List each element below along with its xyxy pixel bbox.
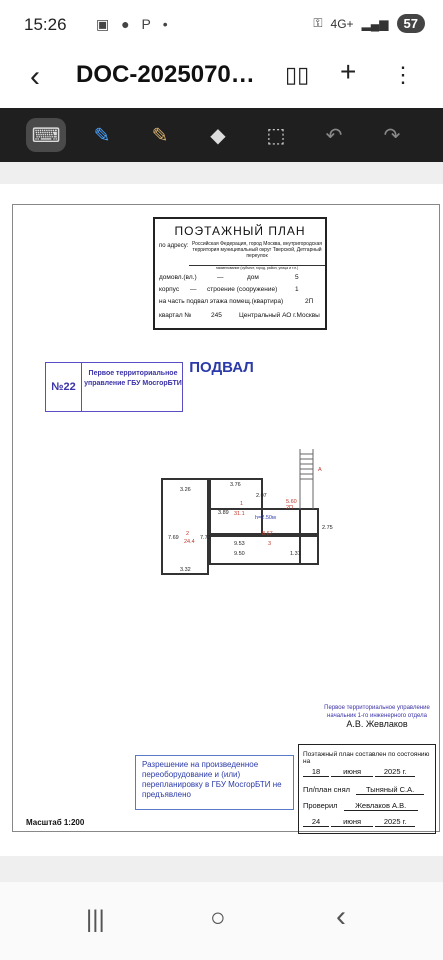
recents-icon[interactable]: ||| (86, 906, 105, 933)
room-2-outline (161, 478, 209, 575)
dim-3-26: 3.26 (180, 487, 191, 493)
pen-icon[interactable]: ✎ (93, 124, 111, 147)
date-row-2: 24 июня 2025 г. (303, 817, 416, 827)
system-nav-bar: ||| ○ ‹ (0, 882, 443, 960)
bti-text: Первое территориальное управление ГБУ Мо… (84, 370, 182, 387)
section-marker: A (318, 467, 322, 473)
dim-2-07: 2.07 (256, 493, 267, 499)
keyboard-icon[interactable]: ⌨ (26, 118, 66, 152)
room-3-outline (209, 535, 319, 565)
center-label: Центральный АО г.Москвы (239, 312, 320, 319)
dim-7-69: 7.69 (168, 535, 179, 541)
room-1-number: 1 (240, 501, 243, 507)
dim-3-76: 3.76 (230, 482, 241, 488)
home-icon[interactable]: ○ (210, 902, 226, 932)
dim-5-60: 5.60 (286, 499, 297, 505)
signal-icon: ▂▄▆ (361, 16, 389, 31)
floor-value: 2П (305, 298, 314, 305)
floor-title: ПОДВАЛ (189, 359, 254, 376)
more-vert-icon[interactable]: ⋮ (392, 62, 414, 87)
battery-indicator: 57 (396, 14, 425, 33)
address-text: Российская Федерация, город Москва, внут… (191, 241, 323, 259)
status-box: Поэтажный план составлен по состоянию на… (298, 744, 436, 834)
kvartal-label: квартал № (159, 312, 192, 319)
document-title: DOC-2025070… (76, 61, 255, 88)
permit-stamp: Разрешение на произведенное переоборудов… (135, 755, 294, 810)
room-3-number: 3 (268, 541, 271, 547)
room-2p-label: 2П (286, 505, 293, 511)
eraser-icon[interactable]: ◆ (210, 124, 226, 147)
address-caption: наименование (субъект, город, район, ули… (189, 265, 325, 270)
korpus-label: корпус (159, 286, 180, 293)
document-canvas[interactable]: ПОЭТАЖНЫЙ ПЛАН по адресу: Российская Фед… (0, 162, 443, 882)
removed-row: Пл/план снял Тыняный С.А. (303, 785, 425, 795)
dim-9-53: 9.53 (234, 541, 245, 547)
checked-row: Проверил Жевлаков А.В. (303, 801, 418, 811)
dim-3-89: 3.89 (218, 510, 229, 516)
select-icon[interactable]: ⬚ (266, 124, 286, 147)
sig-dept: начальник 1-го инженерного отдела (327, 713, 427, 719)
stroenie-value: 1 (295, 286, 299, 293)
dim-9-50: 9.50 (234, 551, 245, 557)
status-bar: 15:26 ▣ ● Р • ⚿ 4G+ ▂▄▆ 57 (0, 0, 443, 50)
room-2-number: 2 (186, 531, 189, 537)
sig-name: А.В. Жевлаков (346, 719, 408, 729)
title-stamp: ПОЭТАЖНЫЙ ПЛАН по адресу: Российская Фед… (153, 217, 327, 330)
scale-label: Масштаб 1:200 (26, 818, 85, 827)
status-right: ⚿ 4G+ ▂▄▆ 57 (313, 14, 425, 33)
redo-icon[interactable]: ↷ (383, 124, 401, 147)
bti-number: №22 (46, 363, 82, 411)
undo-icon[interactable]: ↶ (325, 124, 343, 147)
status-header: Поэтажный план составлен по состоянию на (303, 751, 430, 765)
kvartal-value: 245 (211, 312, 222, 319)
document-page: ПОЭТАЖНЫЙ ПЛАН по адресу: Российская Фед… (0, 184, 443, 856)
add-icon[interactable]: + (340, 56, 357, 87)
signature-block: Первое территориальное управление началь… (318, 704, 436, 729)
domovl-value: — (217, 274, 224, 281)
key-icon: ⚿ (313, 16, 323, 30)
notification-icons: ▣ ● Р • (96, 16, 172, 32)
room-1-area: 31.1 (234, 511, 245, 517)
dim-3-32: 3.32 (180, 567, 191, 573)
floor-plan-drawing: 3.26 3.76 2.07 3.89 1 31.1 h=2.50м 5.60 … (161, 449, 333, 575)
book-icon[interactable]: ▯▯ (285, 62, 310, 87)
status-time: 15:26 (24, 15, 67, 34)
back-chevron-icon[interactable]: ‹ (30, 60, 40, 93)
date-row-1: 18 июня 2025 г. (303, 767, 416, 777)
page-frame (12, 204, 440, 832)
room-3-area: 8.67 (262, 531, 273, 537)
domovl-label: домовл.(вл.) (159, 274, 197, 281)
dim-2-75: 2.75 (322, 525, 333, 531)
stroenie-label: строение (сооружение) (207, 286, 278, 293)
dim-7-72: 7.72 (200, 535, 211, 541)
room-2p-outline (299, 508, 319, 565)
bti-stamp: №22 Первое территориальное управление ГБ… (45, 362, 183, 412)
dom-label: дом (247, 274, 259, 281)
ceiling-height: h=2.50м (255, 515, 276, 521)
korpus-value: — (190, 286, 197, 293)
stamp-title: ПОЭТАЖНЫЙ ПЛАН (174, 224, 306, 238)
app-bar: ‹ DOC-2025070… ▯▯ + ⋮ (0, 50, 443, 102)
annotation-toolbar: ⌨ ✎ ✎ ◆ ⬚ ↶ ↷ (0, 108, 443, 162)
address-label: по адресу: (159, 243, 189, 249)
sig-org: Первое территориальное управление (324, 705, 430, 711)
dim-1-31: 1.31 (290, 551, 301, 557)
room-2-area: 24.4 (184, 539, 195, 545)
floor-label: на часть подвал этажа помещ.(квартира) (159, 298, 284, 305)
network-label: 4G+ (330, 16, 354, 31)
dom-value: 5 (295, 274, 299, 281)
back-icon[interactable]: ‹ (336, 900, 346, 933)
highlighter-icon[interactable]: ✎ (151, 124, 169, 147)
